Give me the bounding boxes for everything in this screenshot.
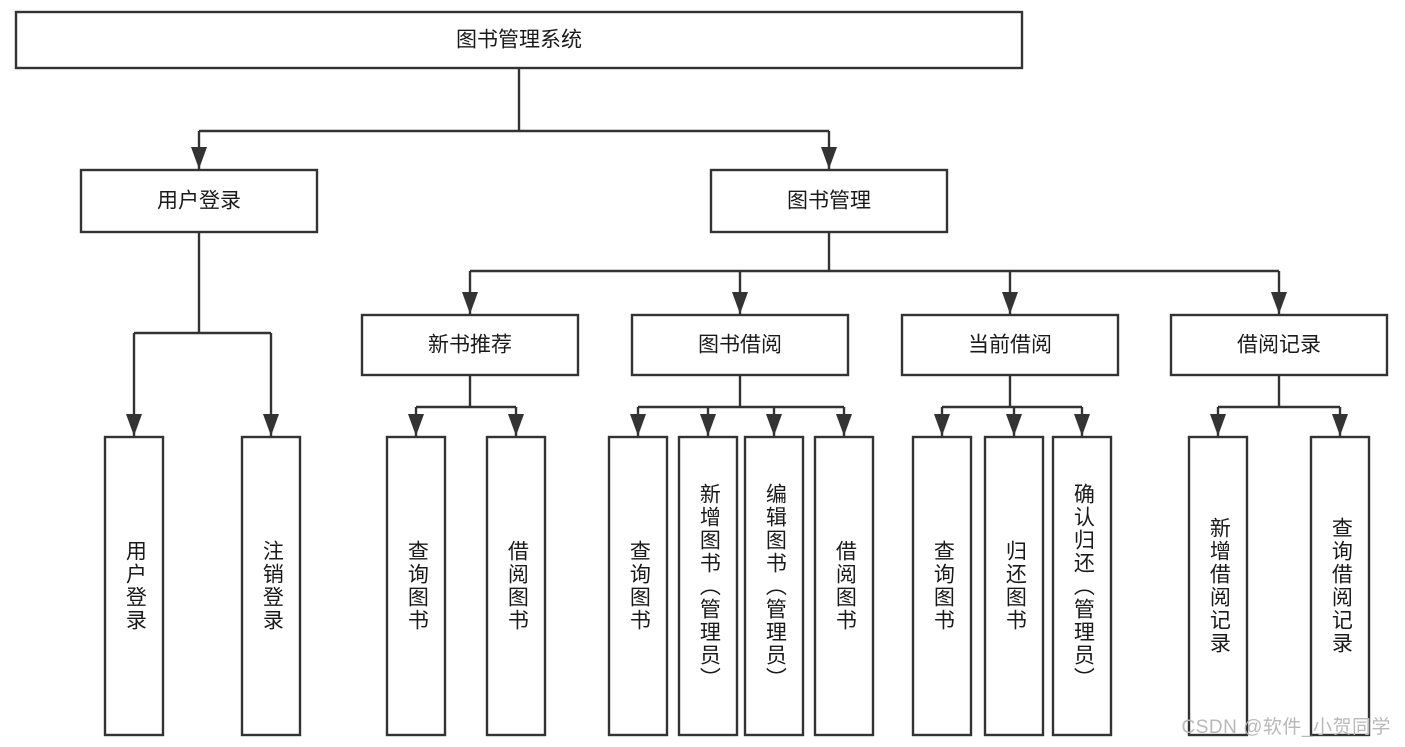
node-box-layer — [14, 10, 1389, 737]
arrow-head-icon — [126, 414, 142, 436]
arrow-head-icon — [191, 147, 207, 169]
arrow-head-icon — [700, 414, 716, 436]
node-box-newbook[interactable] — [360, 313, 580, 377]
node-label-bookmgmt: 图书管理 — [787, 190, 871, 213]
arrow-head-icon — [1074, 414, 1090, 436]
arrow-head-icon — [462, 292, 478, 314]
arrow-head-icon — [408, 414, 424, 436]
node-box-leaf-11[interactable] — [1051, 435, 1113, 737]
node-label-current: 当前借阅 — [968, 334, 1052, 357]
node-box-leaf-10[interactable] — [983, 435, 1045, 737]
csdn-watermark: CSDN @软件_小贺同学 — [1181, 717, 1391, 738]
arrow-head-icon — [630, 414, 646, 436]
arrow-head-icon — [1002, 292, 1018, 314]
node-box-leaf-1[interactable] — [103, 435, 165, 737]
arrow-head-icon — [821, 147, 837, 169]
node-box-root[interactable] — [14, 10, 1024, 70]
node-box-leaf-3[interactable] — [385, 435, 447, 737]
arrow-head-icon — [836, 414, 852, 436]
node-box-leaf-8[interactable] — [813, 435, 875, 737]
arrow-head-icon — [766, 414, 782, 436]
node-box-leaf-2[interactable] — [240, 435, 302, 737]
node-box-leaf-9[interactable] — [911, 435, 973, 737]
node-box-leaf-6[interactable] — [677, 435, 739, 737]
node-box-borrow[interactable] — [630, 313, 850, 377]
arrow-head-icon — [732, 292, 748, 314]
node-box-bookmgmt[interactable] — [709, 168, 949, 234]
node-label-record: 借阅记录 — [1237, 334, 1321, 357]
arrow-head-icon — [263, 414, 279, 436]
node-label-newbook: 新书推荐 — [428, 334, 512, 357]
node-box-current[interactable] — [900, 313, 1120, 377]
node-box-leaf-12[interactable] — [1187, 435, 1249, 737]
node-label-root: 图书管理系统 — [456, 29, 582, 52]
arrow-head-icon — [1271, 292, 1287, 314]
node-box-leaf-13[interactable] — [1309, 435, 1371, 737]
arrow-head-icon — [508, 414, 524, 436]
node-box-leaf-4[interactable] — [485, 435, 547, 737]
arrow-head-icon — [934, 414, 950, 436]
node-box-record[interactable] — [1169, 313, 1389, 377]
node-box-leaf-5[interactable] — [607, 435, 669, 737]
connector-layer — [126, 68, 1348, 436]
node-box-login[interactable] — [79, 168, 319, 234]
arrow-head-icon — [1006, 414, 1022, 436]
node-label-borrow: 图书借阅 — [698, 334, 782, 357]
arrow-head-icon — [1332, 414, 1348, 436]
node-box-leaf-7[interactable] — [743, 435, 805, 737]
node-label-login: 用户登录 — [157, 190, 241, 213]
arrow-head-icon — [1210, 414, 1226, 436]
